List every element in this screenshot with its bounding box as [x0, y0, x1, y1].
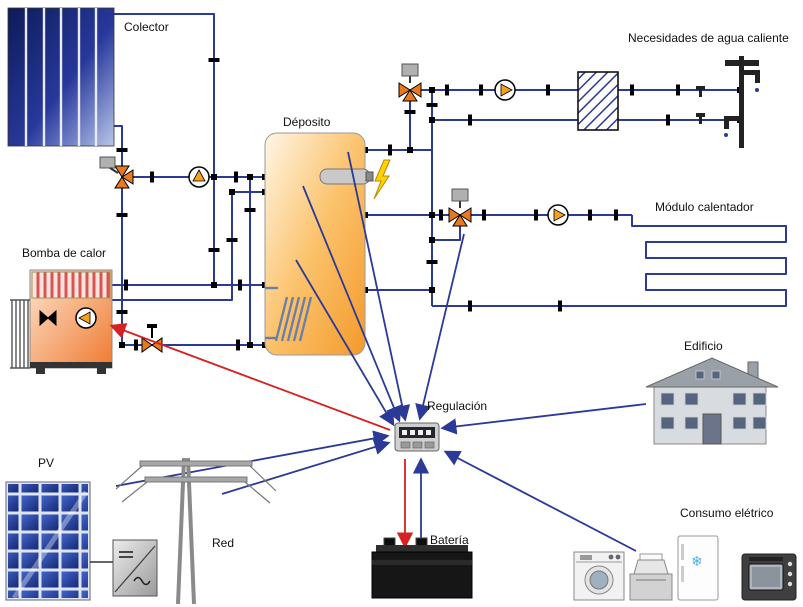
- label-red: Red: [212, 536, 234, 550]
- printer-icon: [629, 553, 673, 601]
- evaporator-fins: [10, 299, 30, 369]
- signal-arrow: [302, 185, 402, 423]
- signal-arrow: [295, 259, 395, 427]
- pipe-node: [429, 237, 435, 243]
- controller: [394, 422, 440, 452]
- label-bateria: Batería: [430, 533, 469, 547]
- battery: [371, 537, 473, 599]
- inverter: [112, 539, 158, 597]
- valve-actuator: [451, 188, 469, 209]
- heat-pump-base: [30, 362, 112, 368]
- label-necesidades: Necesidades de agua caliente: [628, 31, 789, 45]
- house: [645, 357, 779, 445]
- oven-icon: [741, 553, 797, 601]
- label-regulacion: Regulación: [427, 399, 487, 413]
- electric-heater: [319, 168, 374, 185]
- dc-symbol: [119, 551, 133, 558]
- storage-tank: [264, 132, 391, 356]
- condenser-coil: [31, 271, 111, 299]
- valves-and-pumps: [99, 63, 569, 353]
- three-way-valve-icon: [398, 82, 422, 102]
- heat-pump: [10, 269, 113, 374]
- expansion-valve-icon: [39, 309, 57, 327]
- refrigerator-icon: ❄: [677, 535, 719, 601]
- ac-symbol: [133, 576, 151, 586]
- label-bomba: Bomba de calor: [22, 246, 106, 260]
- mixing-valve: [141, 324, 163, 353]
- pipe-node: [247, 342, 253, 348]
- washing-machine-icon: [573, 551, 625, 601]
- faucet-pipe: [739, 56, 744, 148]
- power-cables: [115, 465, 277, 504]
- label-modulo: Módulo calentador: [655, 200, 754, 214]
- pipe-node: [247, 174, 253, 180]
- pipe-node: [211, 174, 217, 180]
- faucet-fixtures: [696, 56, 760, 148]
- valve-actuator: [401, 63, 419, 84]
- pipe-node: [211, 282, 217, 288]
- label-pv: PV: [38, 456, 54, 470]
- appliances: ❄: [573, 535, 797, 601]
- controller-screen: [399, 427, 435, 438]
- label-deposito: Déposito: [283, 115, 331, 129]
- pv-panel: [5, 481, 91, 601]
- pipe-node: [429, 87, 435, 93]
- pipe-node: [429, 212, 435, 218]
- pipe-node: [429, 117, 435, 123]
- snowflake-icon: ❄: [691, 553, 703, 569]
- faucet-crossbar: [725, 60, 759, 66]
- signal-arrow: [440, 403, 647, 435]
- lightning-icon: [373, 159, 391, 200]
- house-door: [702, 413, 722, 445]
- faucet-icon: [724, 116, 741, 137]
- labels: Colector Déposito Necesidades de agua ca…: [22, 20, 789, 550]
- faucet-icon: [744, 70, 760, 92]
- tank-body: [264, 132, 366, 356]
- pipe-node: [407, 147, 413, 153]
- pump-icon: [494, 79, 516, 101]
- controller-buttons: [400, 441, 435, 449]
- pipe-node: [119, 342, 125, 348]
- heat-exchanger: [577, 71, 619, 131]
- compressor-icon: [75, 307, 97, 329]
- label-consumo: Consumo elétrico: [680, 506, 774, 520]
- pump-icon: [547, 204, 569, 226]
- signal-arrow: [415, 233, 465, 421]
- signal-arrow: [443, 450, 637, 552]
- label-edificio: Edificio: [684, 339, 723, 353]
- valve-actuator: [99, 156, 119, 174]
- heating-serpentine: [432, 215, 787, 307]
- three-way-valve-icon: [114, 165, 134, 189]
- heat-pump-control-arrow: [109, 323, 391, 431]
- signal-arrow: [347, 151, 411, 422]
- power-pylon: [115, 457, 277, 605]
- pump-icon: [188, 166, 210, 188]
- three-way-valve-icon: [448, 207, 472, 227]
- tank-coil: [265, 286, 313, 342]
- label-colector: Colector: [124, 20, 169, 34]
- pipe-node: [229, 189, 235, 195]
- solar-collector: [7, 7, 115, 147]
- house-windows: [660, 392, 767, 430]
- pipe-node: [429, 287, 435, 293]
- tap-handle-icon: [696, 86, 705, 124]
